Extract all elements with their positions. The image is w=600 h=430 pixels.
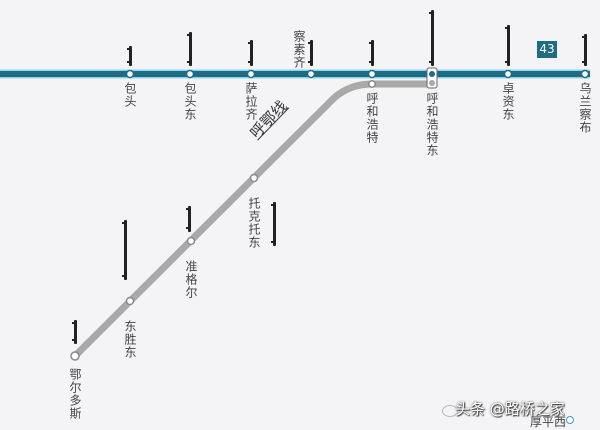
line-43-badge[interactable]: 43 — [537, 41, 557, 58]
weibo-icon — [442, 405, 458, 417]
station-dot-wulanchabu[interactable] — [580, 69, 590, 79]
station-label-tuoketuodong: 托克托东 — [247, 197, 261, 249]
mongolian-script-chasuqi — [308, 40, 313, 66]
station-label-huhehaotedong: 呼和浩特东 — [425, 92, 439, 157]
station-dot-partial — [566, 416, 574, 424]
station-label-baotou: 包头 — [123, 82, 137, 108]
station-dot-salaqi[interactable] — [246, 69, 256, 79]
station-dot-zhuozidong[interactable] — [503, 69, 513, 79]
mongolian-script-baotou — [127, 46, 132, 66]
station-label-baotoudong: 包头东 — [183, 82, 197, 121]
station-dot-baotou[interactable] — [125, 69, 135, 79]
mongolian-script-huhehaotedong — [429, 10, 434, 66]
station-dot-tuoketuodong[interactable] — [249, 173, 259, 183]
mongolian-script-eerduosi — [72, 320, 77, 344]
mongolian-script-zhuozidong — [505, 25, 510, 66]
mongolian-script-huhehaote — [369, 40, 374, 66]
station-dot-huhehaote-hue[interactable] — [368, 80, 376, 88]
station-label-salaqi: 萨拉齐 — [244, 82, 258, 121]
station-dot-baotoudong[interactable] — [185, 69, 195, 79]
hue-stations — [70, 80, 376, 361]
watermark: 头条 @路桥之家 — [455, 400, 565, 418]
station-dot-zhungeer[interactable] — [186, 236, 196, 246]
mongolian-script-dongshengdong — [122, 220, 127, 280]
station-dot-eerduosi[interactable] — [70, 351, 80, 361]
station-label-partial: 厚平西 — [530, 415, 567, 429]
station-label-zhuozidong: 卓资东 — [501, 82, 515, 121]
mongolian-script-wulanchabu — [582, 34, 587, 66]
station-label-dongshengdong: 东胜东 — [123, 320, 137, 359]
station-label-wulanchabu: 乌兰察布 — [578, 82, 592, 134]
station-dot-dongshengdong[interactable] — [125, 296, 135, 306]
station-label-huhehaote: 呼和浩特 — [365, 92, 379, 144]
mongolian-script-zhungeer — [186, 206, 191, 232]
station-label-zhungeer: 准格尔 — [184, 260, 198, 299]
mongolian-script-salaqi — [248, 40, 253, 66]
station-dot-chasuqi[interactable] — [306, 69, 316, 79]
station-dot-huhehaote[interactable] — [367, 69, 377, 79]
line43-stations — [125, 69, 590, 79]
station-label-eerduosi: 鄂尔多斯 — [68, 368, 82, 420]
mongolian-script-baotoudong — [187, 32, 192, 66]
station-label-chasuqi: 察素齐 — [292, 30, 306, 69]
mongolian-script-tuoketuodong — [271, 202, 276, 246]
